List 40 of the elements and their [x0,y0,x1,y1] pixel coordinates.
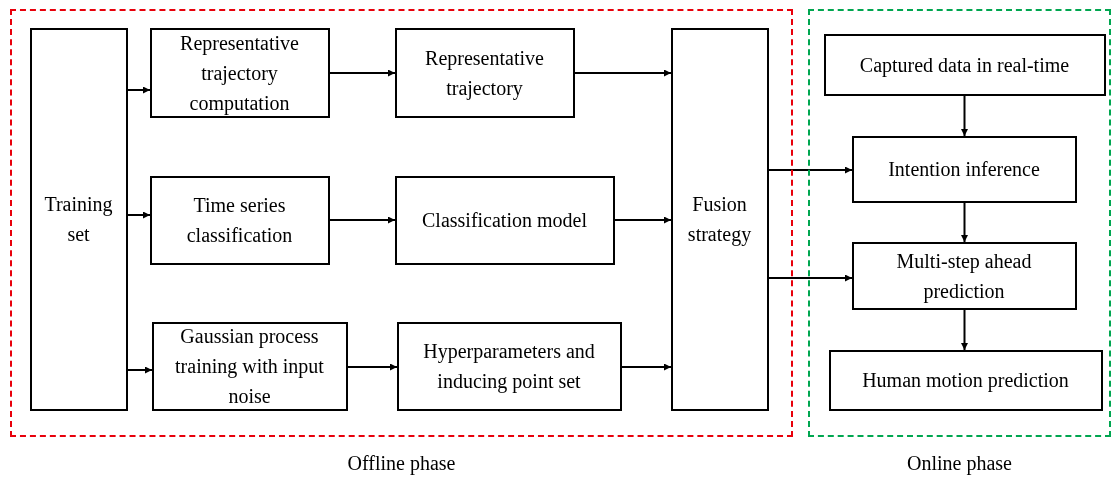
arrow [127,211,151,219]
box-text: Fusion strategy [686,192,753,248]
arrow [127,86,151,94]
box-text: Classification model [422,208,587,233]
process-box [394,27,575,118]
phase-label: Offline phase [346,451,457,475]
process-box [823,33,1106,96]
phase-label: Online phase [906,451,1013,475]
process-box [29,27,128,411]
arrow [961,202,968,243]
arrow [768,274,853,282]
arrow [329,216,396,224]
box-text: Intention inference [888,157,1040,182]
box-text: Multi-step ahead prediction [895,248,1033,305]
process-box [394,175,615,265]
arrow [574,69,672,77]
arrow [961,95,968,137]
process-box [396,321,622,411]
arrow [127,366,153,374]
process-box [851,241,1077,310]
process-box [151,321,348,411]
arrow [329,69,396,77]
arrow [768,166,853,174]
process-box [149,175,330,265]
arrow [621,363,672,371]
box-text: Representative trajectory [424,45,545,102]
arrow [614,216,672,224]
process-box [149,27,330,118]
box-text: Time series classification [185,193,294,248]
process-box [670,27,769,411]
box-text: Representative trajectory computation [179,30,300,117]
process-box [828,349,1103,411]
box-text: Captured data in real-time [859,52,1070,79]
arrow [961,309,968,351]
box-text: Hyperparameters and inducing point set [422,339,596,395]
box-text: Gaussian process training with input noise [174,324,325,409]
arrow [347,363,398,371]
process-box [851,135,1077,203]
box-text: Human motion prediction [862,368,1069,394]
box-text: Training set [43,192,114,247]
